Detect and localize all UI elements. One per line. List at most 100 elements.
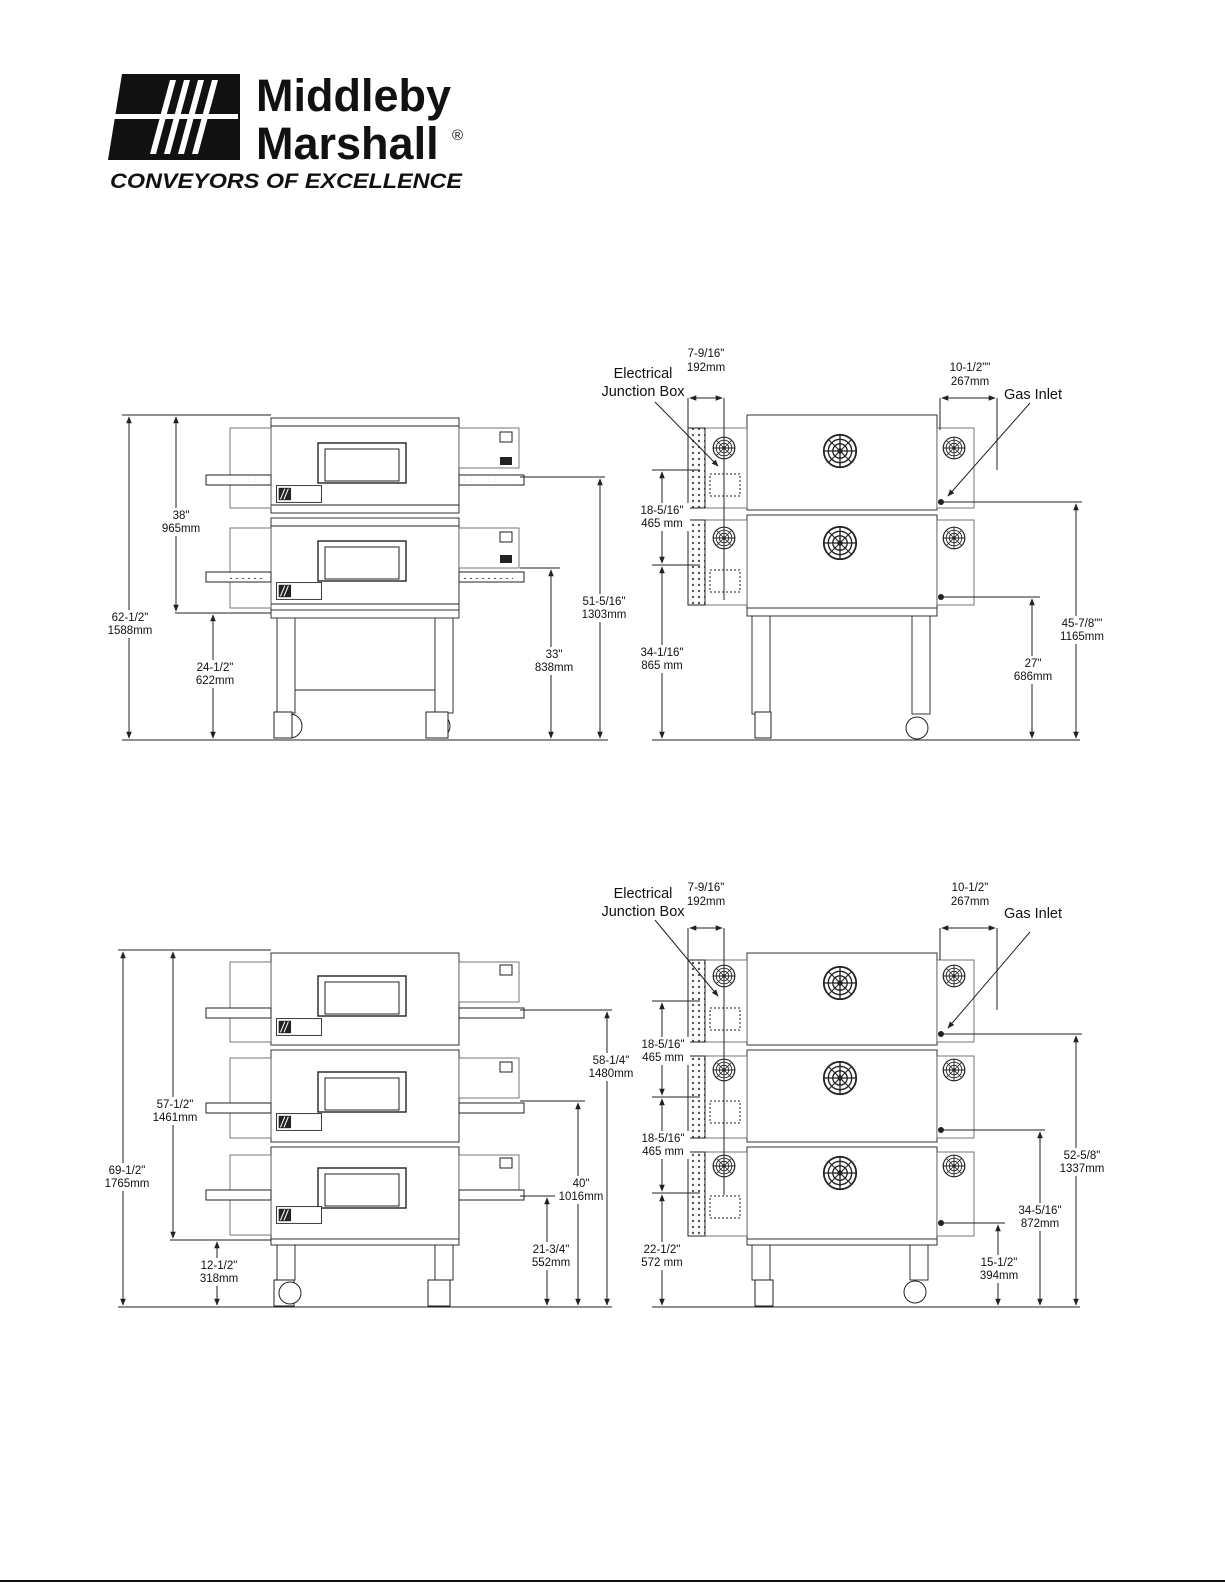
dim-3-stack-in: 57-1/2" <box>157 1099 194 1111</box>
dim-top-conv-in: 51-5/16" <box>582 596 625 608</box>
dim-overall-in: 62-1/2" <box>112 612 149 624</box>
dim-3-gas-bottom-in: 15-1/2" <box>981 1257 1018 1269</box>
triple-stack-front-view: 69-1/2" 1765mm 57-1/2" 1461mm 12-1/2" 31… <box>100 949 636 1308</box>
side-3-stand <box>746 1238 938 1307</box>
dim-3-gas-bottom: 15-1/2" 394mm <box>976 1255 1022 1283</box>
dim-bottom-conv-mm: 838mm <box>535 662 573 674</box>
logo-mark <box>108 74 240 160</box>
dim-3-base: 12-1/2" 318mm <box>196 1258 242 1286</box>
dim-base-in: 24-1/2" <box>197 662 234 674</box>
electrical-junction-box-label-3: Electrical Junction Box <box>601 886 685 920</box>
dim-3-gas-top-in: 52-5/8" <box>1064 1150 1101 1162</box>
dim-3-top-conv-in: 58-1/4" <box>593 1055 630 1067</box>
side-3-oven-middle <box>687 1049 975 1143</box>
side-3-oven-bottom <box>687 1146 975 1240</box>
electrical-label-3-line-2: Junction Box <box>601 904 685 920</box>
dim-gas-top-in: 45-7/8"" <box>1062 618 1103 630</box>
dim-3-gas-top-mm: 1337mm <box>1060 1163 1105 1175</box>
dim-jbox-height: 34-1/16" 865 mm <box>634 645 690 673</box>
dim-3-mid-conv-mm: 1016mm <box>559 1191 604 1203</box>
dim-3-overall: 69-1/2" 1765mm <box>100 1163 154 1191</box>
dim-3-jbox-height: 22-1/2" 572 mm <box>634 1242 690 1270</box>
side-stand <box>746 607 938 740</box>
dim-jbox-offset-mm: 192mm <box>687 362 725 374</box>
dim-gas-bottom-in: 27" <box>1025 658 1042 670</box>
electrical-label-line-1: Electrical <box>614 366 673 382</box>
dim-jbox-spacing: 18-5/16" 465 mm <box>634 503 690 531</box>
dim-3-jbox-height-in: 22-1/2" <box>644 1244 681 1256</box>
dim-3-jbox-spacing2-mm: 465 mm <box>642 1146 684 1158</box>
dim-3-bottom-conv-in: 21-3/4" <box>533 1244 570 1256</box>
dim-3-jbox-offset-mm: 192mm <box>687 896 725 908</box>
dim-jbox-spacing-mm: 465 mm <box>641 518 683 530</box>
logo-line-2: Marshall <box>256 118 439 169</box>
dim-bottom-conv-in: 33" <box>546 649 563 661</box>
dim-stack-mm: 965mm <box>162 523 200 535</box>
logo-line-1: Middleby <box>256 70 451 121</box>
dim-gas-bottom: 27" 686mm <box>1010 656 1056 684</box>
side-oven-top <box>687 414 975 511</box>
dim-base-height: 24-1/2" 622mm <box>192 660 238 688</box>
dim-3-gas-mid: 34-5/16" 872mm <box>1014 1203 1066 1231</box>
dim-gas-bottom-mm: 686mm <box>1014 671 1052 683</box>
dim-3-overall-in: 69-1/2" <box>109 1165 146 1177</box>
dim-3-stack: 57-1/2" 1461mm <box>150 1097 200 1125</box>
dim-jbox-height-in: 34-1/16" <box>640 647 683 659</box>
dim-gas-offset-in: 10-1/2"" <box>950 362 991 374</box>
dim-base-mm: 622mm <box>196 675 234 687</box>
dim-gas-offset-mm: 267mm <box>951 376 989 388</box>
dim-3-jbox-offset-in: 7-9/16" <box>688 882 725 894</box>
dim-3-bottom-conv-mm: 552mm <box>532 1257 570 1269</box>
dim-3-gas-offset-mm: 267mm <box>951 896 989 908</box>
dim-jbox-height-mm: 865 mm <box>641 660 683 672</box>
dim-3-gas-mid-in: 34-5/16" <box>1018 1205 1061 1217</box>
dim-3-jbox-height-mm: 572 mm <box>641 1257 683 1269</box>
double-stack-side-view: Electrical Junction Box 7-9/16" 192mm 10… <box>601 348 1108 741</box>
oven-top <box>205 417 525 514</box>
dim-3-jbox-spacing-2: 18-5/16" 465 mm <box>634 1131 690 1159</box>
electrical-junction-box-label: Electrical Junction Box <box>601 366 685 400</box>
oven-3-middle <box>205 1049 525 1143</box>
dim-3-jbox-spacing1-mm: 465 mm <box>642 1052 684 1064</box>
oven-bottom <box>205 517 525 611</box>
dim-3-gas-offset-in: 10-1/2" <box>952 882 989 894</box>
company-logo: Middleby Marshall ® CONVEYORS OF EXCELLE… <box>108 70 463 193</box>
dim-3-mid-conv-in: 40" <box>573 1178 590 1190</box>
dim-jbox-spacing-in: 18-5/16" <box>640 505 683 517</box>
dim-top-conv-mm: 1303mm <box>582 609 627 621</box>
oven-3-top <box>205 952 525 1046</box>
gas-inlet-label: Gas Inlet <box>1004 387 1062 403</box>
dim-3-gas-top: 52-5/8" 1337mm <box>1056 1148 1108 1176</box>
side-oven-bottom <box>687 514 975 609</box>
dim-3-bottom-conv: 21-3/4" 552mm <box>526 1242 576 1270</box>
dim-3-stack-mm: 1461mm <box>153 1112 198 1124</box>
dim-top-conveyor: 51-5/16" 1303mm <box>578 594 628 622</box>
logo-tagline: CONVEYORS OF EXCELLENCE <box>110 170 463 193</box>
dim-3-jbox-spacing1-in: 18-5/16" <box>641 1039 684 1051</box>
electrical-label-3-line-1: Electrical <box>614 886 673 902</box>
dim-gas-top: 45-7/8"" 1165mm <box>1056 616 1108 644</box>
dim-3-jbox-spacing-1: 18-5/16" 465 mm <box>634 1037 690 1065</box>
dim-3-overall-mm: 1765mm <box>105 1178 150 1190</box>
dim-3-gas-bottom-mm: 394mm <box>980 1270 1018 1282</box>
dim-overall-mm: 1588mm <box>108 625 153 637</box>
dim-overall-height: 62-1/2" 1588mm <box>104 610 156 638</box>
triple-stack-side-view: Electrical Junction Box 7-9/16" 192mm 10… <box>601 882 1108 1308</box>
dim-3-top-conv-mm: 1480mm <box>589 1068 634 1080</box>
electrical-label-line-2: Junction Box <box>601 384 685 400</box>
dim-3-base-in: 12-1/2" <box>201 1260 238 1272</box>
logo-registered-mark: ® <box>452 127 463 144</box>
oven-stand <box>270 609 460 739</box>
double-stack-front-view: 62-1/2" 1588mm 38" 965mm 24-1/2" 622mm 3… <box>104 414 628 741</box>
dim-3-mid-conv: 40" 1016mm <box>556 1176 606 1204</box>
dim-stack-in: 38" <box>173 510 190 522</box>
dim-3-gas-mid-mm: 872mm <box>1021 1218 1059 1230</box>
dim-stack-height: 38" 965mm <box>158 508 204 536</box>
dim-3-top-conv: 58-1/4" 1480mm <box>586 1053 636 1081</box>
dim-3-base-mm: 318mm <box>200 1273 238 1285</box>
gas-inlet-label-3: Gas Inlet <box>1004 906 1062 922</box>
side-3-oven-top <box>687 952 975 1046</box>
dim-jbox-offset-in: 7-9/16" <box>688 348 725 360</box>
dim-3-jbox-spacing2-in: 18-5/16" <box>641 1133 684 1145</box>
